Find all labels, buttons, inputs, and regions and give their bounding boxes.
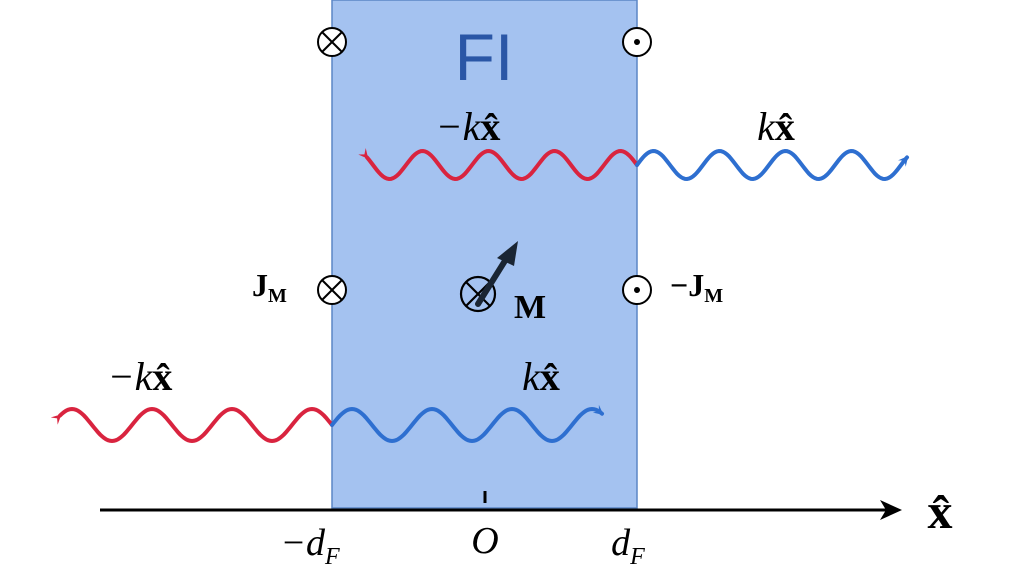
right-current-out-of-page-icon [622,275,652,305]
tick-label-dF: dF [611,522,645,570]
x-axis-arrowhead-icon [880,500,902,520]
ferromagnetic-insulator-region [331,0,638,509]
upper-blue-wave [635,148,909,182]
lower-blue-wave [330,404,604,444]
x-axis-label: x̂ [928,483,953,539]
left-current-label: JM [252,267,287,307]
top-right-out-of-page-icon [622,27,652,57]
tick-label-minus-dF: −dF [280,522,340,570]
region-label: FI [455,20,514,94]
upper-left-wave-label: −kx̂ [436,104,501,149]
lower-red-wave [50,406,334,444]
lower-left-wave-label: −kx̂ [108,354,173,399]
top-left-into-page-icon [317,27,347,57]
upper-right-wave-label: kx̂ [757,104,795,149]
lower-right-wave-label: kx̂ [522,354,560,399]
left-current-into-page-icon [317,275,347,305]
upper-red-wave [358,148,639,182]
magnetization-label: M [514,289,546,326]
right-current-label: −JM [670,267,723,307]
tick-label-origin: O [471,520,498,562]
magnetization-arrow-icon [475,241,518,307]
